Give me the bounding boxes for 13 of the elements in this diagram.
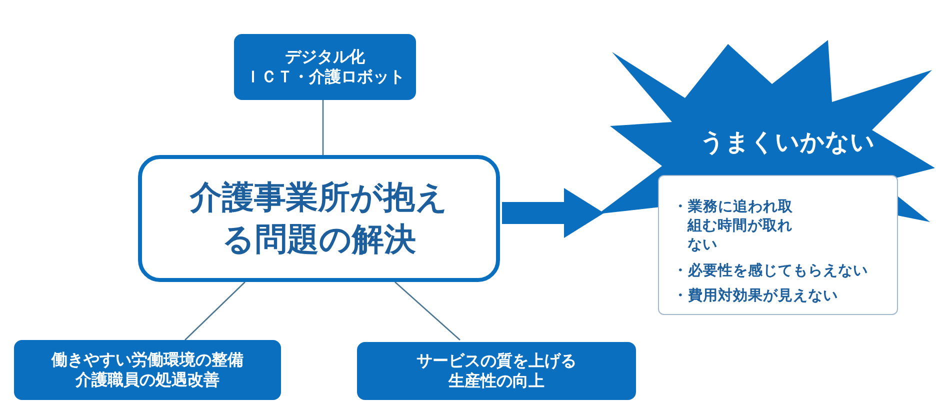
bullet-item: ・必要性を感じてもらえない: [673, 262, 869, 280]
block-arrow: [502, 188, 604, 238]
bullet-item: ・業務に追われ取組む時間が取れない: [673, 198, 794, 255]
heading: うまくいかない: [700, 127, 875, 158]
note-box: [658, 175, 898, 315]
connector-line: [322, 100, 324, 155]
topic-box: サービスの質を上げる 生産性の向上: [357, 342, 636, 400]
topic-box: デジタル化 ＩＣＴ・介護ロボット: [234, 34, 416, 100]
connector-line: [184, 282, 246, 340]
main-box: 介護事業所が抱える問題の解決: [138, 155, 500, 282]
bullet-item: ・費用対効果が見えない: [673, 287, 839, 306]
topic-box: 働きやすい労働環境の整備 介護職員の処遇改善: [14, 340, 281, 400]
connector-line: [394, 282, 460, 340]
